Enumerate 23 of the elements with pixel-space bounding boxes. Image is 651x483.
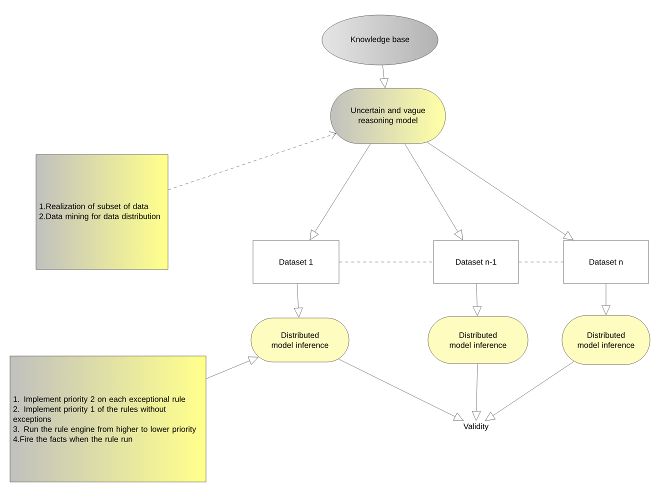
arrow: [380, 64, 388, 88]
rounded-node: Distributed model inference: [428, 316, 528, 364]
arrow: [404, 144, 463, 240]
ellipse-node: Knowledge base: [322, 14, 438, 66]
arrow: [426, 142, 574, 240]
arrow: [472, 284, 482, 316]
rounded-node: Uncertain and vague reasoning model: [330, 88, 446, 144]
text-label: Validity: [463, 423, 489, 431]
rounded-node: Distributed model inference: [562, 315, 650, 365]
arrow: [485, 361, 574, 421]
arrow: [294, 284, 303, 318]
process-box: Dataset 1: [252, 240, 340, 284]
arrow: [168, 131, 336, 190]
note-box: 1. Implement priority 2 on each exceptional rule 2. Implement priority 1 of the rules without exceptions 3. Run the rule engine from higher to lower priority 4.Fire the facts when the rule run: [10, 356, 206, 482]
arrow: [338, 358, 464, 422]
note-box: 1.Realization of subset of data 2.Data mining for data distribution: [36, 154, 168, 270]
arrow: [310, 144, 371, 240]
process-box: Dataset n-1: [433, 240, 519, 284]
process-box: Dataset n: [563, 240, 649, 284]
arrow: [206, 356, 258, 379]
arrow: [602, 284, 610, 316]
arrow: [472, 364, 481, 421]
rounded-node: Distributed model inference: [250, 318, 350, 362]
